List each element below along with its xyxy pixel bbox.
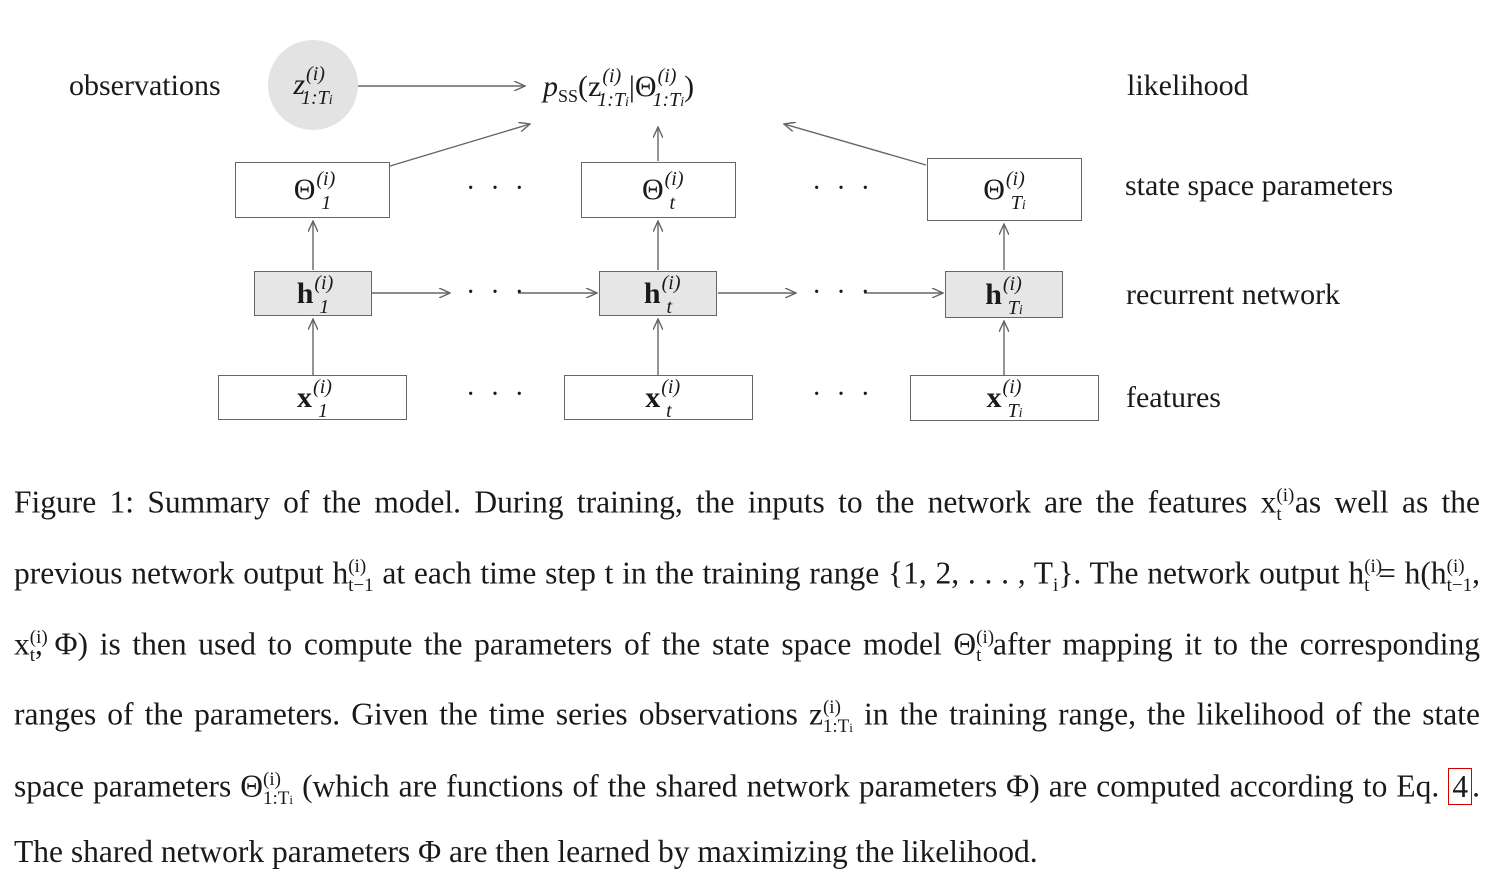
theta-1-node: Θ(i)1 (235, 162, 390, 218)
equation-ref-link[interactable]: 4 (1448, 767, 1473, 805)
theta-t-node: Θ(i)t (581, 162, 736, 218)
recurrent-network-label: recurrent network (1126, 278, 1341, 311)
observation-sub: 1:Ti (300, 87, 333, 109)
x-1-node: x(i)1 (218, 375, 407, 421)
h-1-node: h(i)1 (254, 271, 372, 317)
diagram-arrows (0, 0, 1495, 375)
ellipsis: · · · (466, 379, 528, 410)
likelihood-label: likelihood (1127, 69, 1249, 102)
observation-sup: (i) (306, 63, 325, 85)
likelihood-expression: pSS(z(i)1:Ti|Θ(i)1:Ti) (543, 65, 695, 111)
observations-label: observations (69, 69, 221, 102)
x-t-node: x(i)t (564, 375, 753, 421)
ellipsis: · · · (812, 277, 874, 308)
features-label: features (1126, 381, 1221, 414)
h-t-node: h(i)t (599, 271, 717, 317)
observation-node: z(i) 1:Ti (268, 40, 358, 130)
arrow-theta1-to-likelihood (389, 124, 530, 167)
ellipsis: · · · (812, 379, 874, 410)
observation-symbol: z (293, 68, 306, 101)
theta-T-node: Θ(i)Ti (927, 158, 1082, 221)
ellipsis: · · · (466, 173, 528, 204)
h-T-node: h(i)Ti (945, 271, 1063, 318)
arrow-thetaT-to-likelihood (784, 124, 927, 166)
figure-caption: Figure 1: Summary of the model. During t… (14, 484, 1481, 869)
ellipsis: · · · (812, 173, 874, 204)
x-T-node: x(i)Ti (910, 375, 1099, 421)
ellipsis: · · · (466, 277, 528, 308)
state-space-parameters-label: state space parameters (1125, 169, 1394, 202)
